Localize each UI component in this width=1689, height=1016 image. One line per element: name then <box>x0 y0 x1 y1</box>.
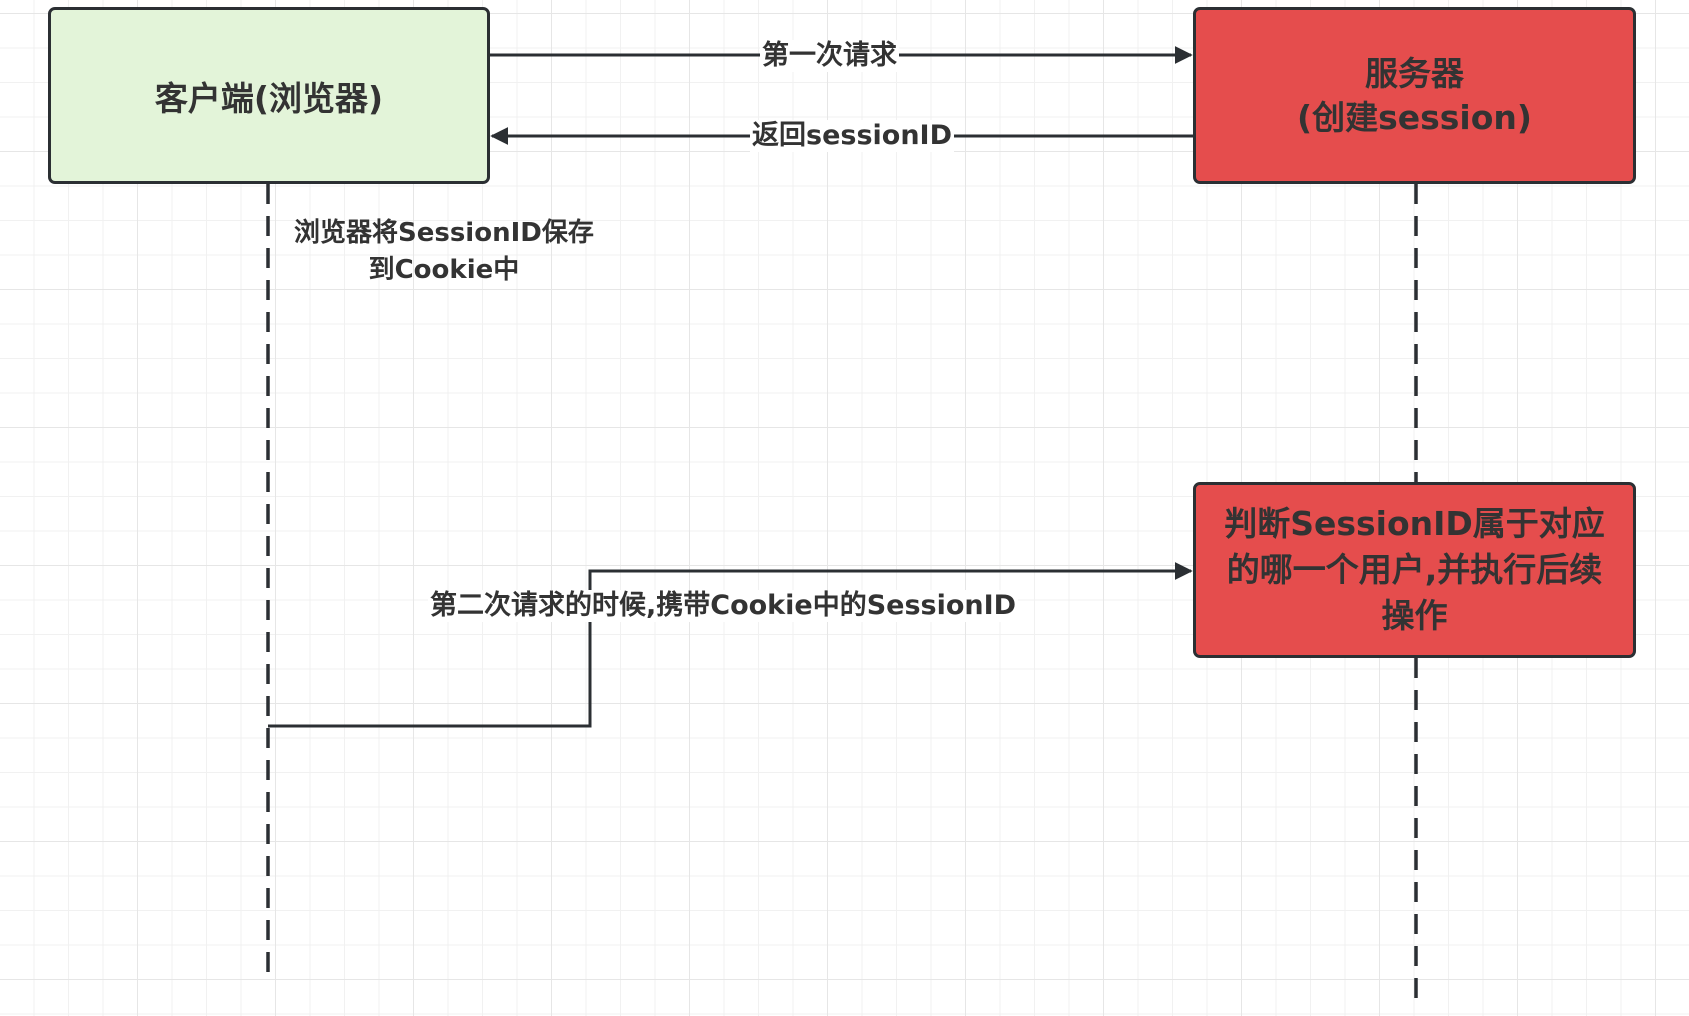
client-participant[interactable]: 客户端(浏览器) <box>48 7 490 184</box>
session-lookup-label: 判断SessionID属于对应的哪一个用户,并执行后续操作 <box>1224 504 1605 635</box>
second-request-label: 第二次请求的时候,携带Cookie中的SessionID <box>428 590 1019 622</box>
second-request-arrow[interactable] <box>268 562 1193 728</box>
save-cookie-note: 浏览器将SessionID保存 到Cookie中 <box>294 218 594 285</box>
server-participant[interactable]: 服务器 (创建session) <box>1193 7 1636 184</box>
return-session-label: 返回sessionID <box>750 120 955 152</box>
server-label: 服务器 (创建session) <box>1297 53 1532 137</box>
client-label: 客户端(浏览器) <box>154 78 384 118</box>
first-request-label: 第一次请求 <box>760 40 899 72</box>
session-lookup-activation[interactable]: 判断SessionID属于对应的哪一个用户,并执行后续操作 <box>1193 482 1636 658</box>
